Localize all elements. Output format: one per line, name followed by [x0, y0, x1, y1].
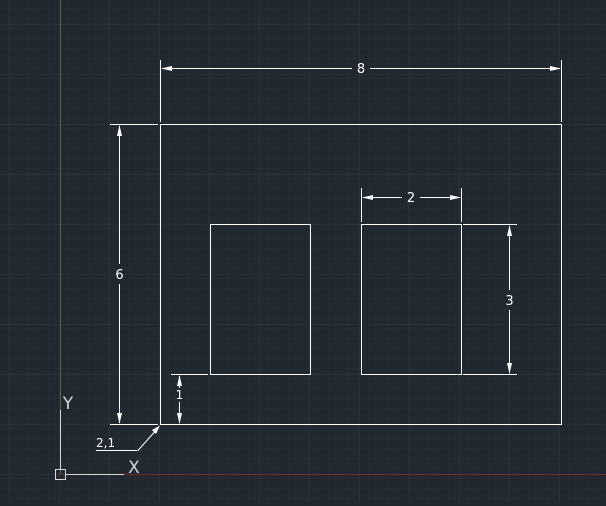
- origin-label: 2,1: [96, 436, 115, 450]
- dimension-text-sill-height: 1: [176, 388, 184, 402]
- dimension-text-overall-width: 8: [357, 62, 365, 77]
- dimension-text-overall-height: 6: [115, 268, 123, 283]
- left-window-rectangle[interactable]: [210, 224, 311, 375]
- right-window-rectangle[interactable]: [361, 224, 462, 375]
- ucs-origin-square-icon: [55, 469, 66, 480]
- dimension-overall-width[interactable]: 8: [160, 60, 562, 122]
- outer-rectangle[interactable]: [160, 124, 562, 425]
- ucs-y-label: Y: [62, 394, 74, 414]
- dimension-window-height[interactable]: 3: [463, 224, 517, 375]
- origin-leader[interactable]: 2,1: [96, 425, 160, 451]
- dimension-text-window-width: 2: [407, 191, 415, 206]
- ucs-x-label: X: [128, 458, 140, 478]
- dimension-text-window-height: 3: [505, 294, 513, 309]
- dimension-sill-height[interactable]: 1: [171, 374, 208, 425]
- dimension-overall-height[interactable]: 6: [110, 124, 158, 425]
- dimension-window-width[interactable]: 2: [361, 188, 462, 222]
- ucs-icon: Y X: [55, 394, 140, 480]
